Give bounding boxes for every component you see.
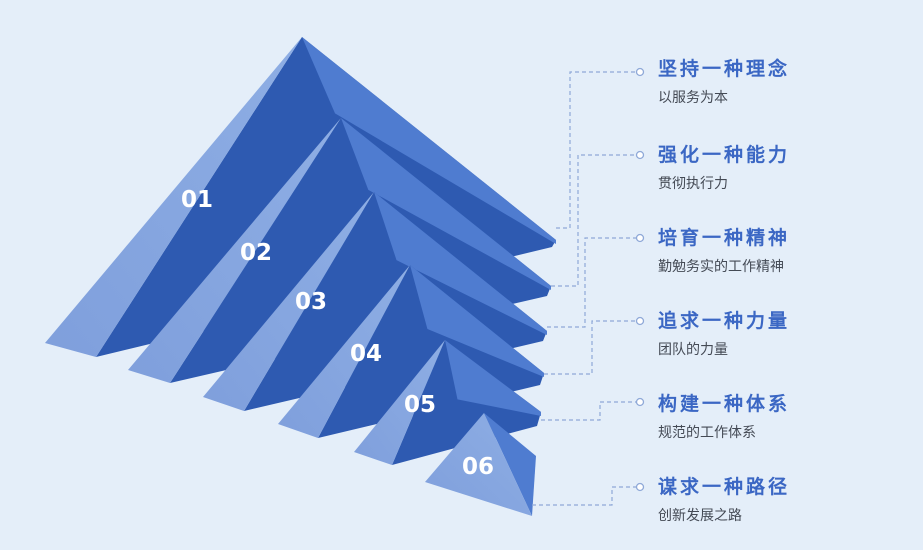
layer-side-face (374, 192, 547, 335)
step-label-5: 构建一种体系 规范的工作体系 (658, 392, 918, 442)
step-title: 追求一种力量 (658, 310, 791, 332)
step-number-5: 05 (404, 392, 436, 418)
connector-dot-3 (635, 233, 645, 243)
step-subtitle: 勤勉务实的工作精神 (658, 259, 784, 275)
layer-side-face (445, 340, 541, 416)
layer-side-face (410, 265, 544, 377)
layer-front-face (203, 192, 374, 411)
layer-front-face (45, 37, 302, 357)
step-label-6: 谋求一种路径 创新发展之路 (658, 475, 918, 525)
layer-front-face (425, 413, 532, 516)
connector-line-6 (532, 486, 636, 506)
step-title: 构建一种体系 (658, 393, 791, 415)
step-title: 强化一种能力 (658, 144, 791, 166)
step-subtitle: 团队的力量 (658, 342, 728, 358)
layer-side-face (341, 118, 551, 290)
step-title: 坚持一种理念 (658, 58, 791, 80)
step-number-6: 06 (462, 454, 494, 480)
step-subtitle: 创新发展之路 (658, 508, 742, 524)
layer-front-face (354, 340, 445, 465)
step-subtitle: 规范的工作体系 (658, 425, 756, 441)
connector-line-5 (541, 401, 636, 421)
step-title: 谋求一种路径 (658, 476, 791, 498)
connector-line-3 (547, 237, 636, 328)
connector-line-2 (551, 154, 636, 287)
layer-front-face (128, 118, 341, 383)
layer-side-face (302, 37, 556, 244)
connector-line-1 (556, 71, 636, 229)
connector-dot-6 (635, 482, 645, 492)
layer-front-face (278, 265, 410, 438)
step-number-1: 01 (181, 187, 213, 213)
pyramid-layer-6 (425, 413, 536, 516)
step-title: 培育一种精神 (658, 227, 791, 249)
step-label-2: 强化一种能力 贯彻执行力 (658, 143, 918, 193)
connector-line-4 (544, 320, 636, 375)
step-number-4: 04 (350, 341, 382, 367)
step-label-1: 坚持一种理念 以服务为本 (658, 57, 918, 107)
connector-dot-2 (635, 150, 645, 160)
step-label-3: 培育一种精神 勤勉务实的工作精神 (658, 226, 918, 276)
connector-dot-1 (635, 67, 645, 77)
step-label-4: 追求一种力量 团队的力量 (658, 309, 918, 359)
step-subtitle: 贯彻执行力 (658, 176, 728, 192)
layer-side-face (484, 413, 536, 516)
step-number-2: 02 (240, 240, 272, 266)
step-subtitle: 以服务为本 (658, 90, 728, 106)
connector-dot-4 (635, 316, 645, 326)
connector-dot-5 (635, 397, 645, 407)
step-number-3: 03 (295, 289, 327, 315)
